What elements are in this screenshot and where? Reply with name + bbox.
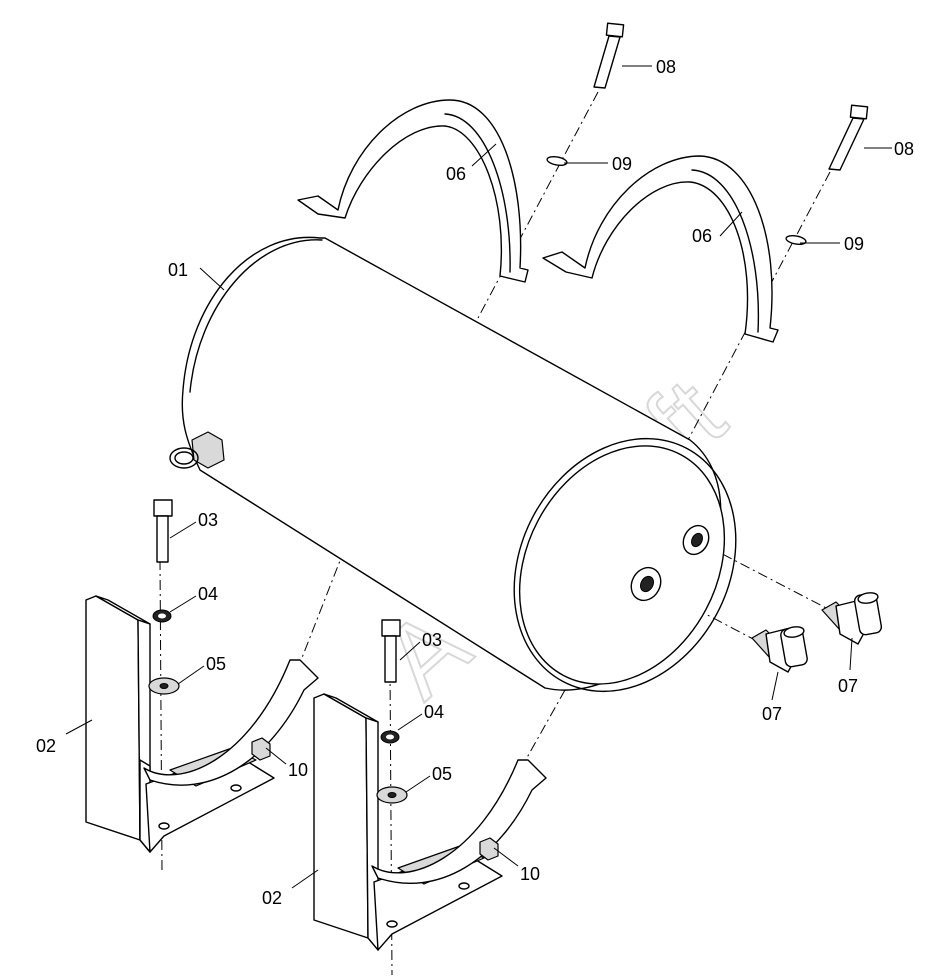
strap-washer-right xyxy=(785,234,807,246)
callout-bolt-left: 03 xyxy=(198,510,218,530)
air-tank xyxy=(169,236,737,693)
callout-strap-bolt-right: 08 xyxy=(894,139,914,159)
callout-strap-bolt-left: 08 xyxy=(656,57,676,77)
nut-left xyxy=(152,609,172,623)
callout-bracket-nut-right: 10 xyxy=(520,864,540,884)
bracket-right xyxy=(313,693,547,951)
fitting-front xyxy=(751,626,808,673)
leader-lines xyxy=(65,65,892,889)
strap-bolt-right xyxy=(828,104,869,171)
callout-nut-right: 04 xyxy=(424,702,444,722)
bracket-left xyxy=(85,595,319,853)
callout-washer-right: 05 xyxy=(432,764,452,784)
washer-left xyxy=(148,677,180,695)
callout-bracket-nut-left: 10 xyxy=(288,760,308,780)
callout-washer-left: 05 xyxy=(206,654,226,674)
strap-right xyxy=(542,155,779,343)
strap-bolt-left xyxy=(593,22,625,89)
strap-left xyxy=(297,99,529,283)
callout-fitting-rear: 07 xyxy=(838,676,858,696)
callout-strap-washer-right: 09 xyxy=(844,234,864,254)
callout-strap-left: 06 xyxy=(446,164,466,184)
washer-right xyxy=(376,786,408,804)
callout-nut-left: 04 xyxy=(198,584,218,604)
bracket-nut-left xyxy=(251,737,271,761)
nut-right xyxy=(380,730,400,744)
callout-labels: 01 06 06 08 08 09 09 03 03 04 04 05 05 0… xyxy=(36,57,914,908)
callout-strap-washer-left: 09 xyxy=(612,154,632,174)
callout-bolt-right: 03 xyxy=(422,630,442,650)
fitting-rear xyxy=(821,592,883,645)
drain-valve xyxy=(169,431,225,469)
callout-tank: 01 xyxy=(168,260,188,280)
strap-washer-left xyxy=(546,155,568,167)
callout-strap-right: 06 xyxy=(692,226,712,246)
callout-bracket-right: 02 xyxy=(262,888,282,908)
bracket-bolt-left xyxy=(153,499,173,563)
callout-fitting-front: 07 xyxy=(762,704,782,724)
bracket-bolt-right xyxy=(381,619,401,683)
callout-bracket-left: 02 xyxy=(36,736,56,756)
bracket-nut-right xyxy=(479,837,499,861)
